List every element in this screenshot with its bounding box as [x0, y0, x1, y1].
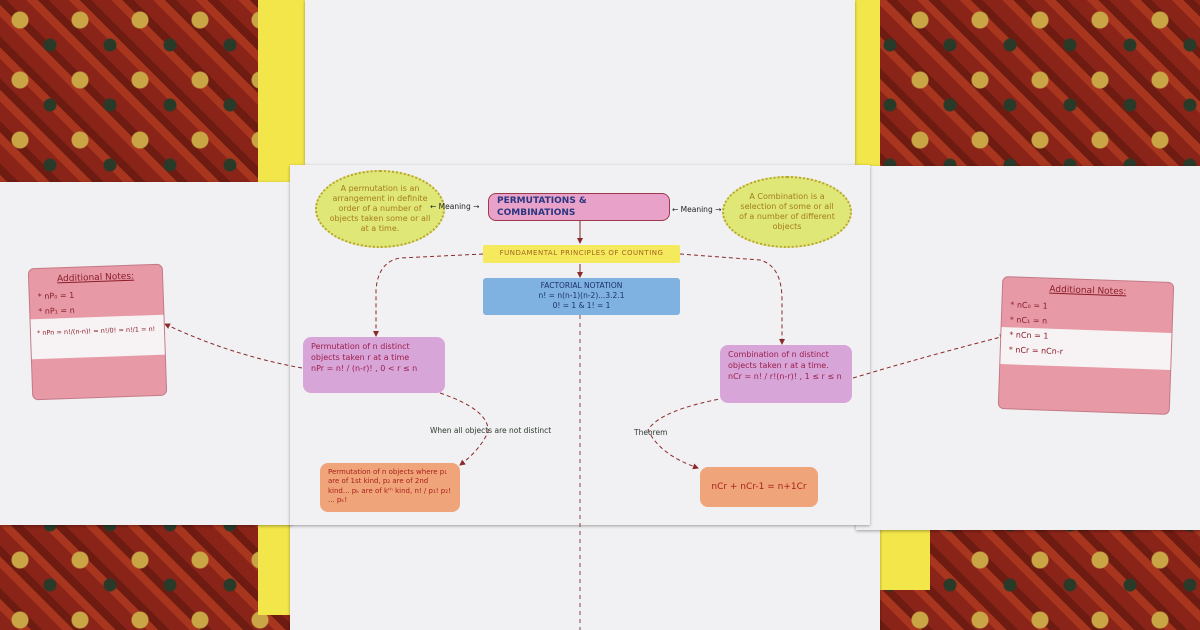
combination-definition-bubble: A Combination is a selection of some or … — [722, 176, 852, 248]
combination-formula: nCr = n! / r!(n-r)! , 1 ≤ r ≤ n — [728, 371, 842, 381]
permutation-box: Permutation of n distinct objects taken … — [303, 337, 445, 393]
right-note-item: * nCr = nCn-r — [1008, 345, 1064, 357]
not-distinct-box: Permutation of n objects where p₁ are of… — [320, 463, 460, 512]
fundamental-principles-band: FUNDAMENTAL PRINCIPLES OF COUNTING — [483, 245, 680, 263]
right-additional-notes: Additional Notes: * nC₀ = 1 * nC₁ = n * … — [997, 276, 1175, 415]
combination-to-theorem-path — [647, 397, 726, 470]
top-flap — [305, 0, 855, 165]
not-distinct-text: Permutation of n objects where p₁ are of… — [328, 468, 451, 505]
theorem-box: nCr + nCr-1 = n+1Cr — [700, 467, 818, 507]
main-title-box: PERMUTATIONS & COMBINATIONS — [488, 193, 670, 221]
theorem-label: Theorem — [634, 428, 668, 437]
permutation-to-not-distinct-path — [439, 392, 489, 466]
permutation-text: Permutation of n distinct objects taken … — [311, 342, 410, 362]
meaning-left-label: ← Meaning → — [430, 202, 480, 211]
combination-box: Combination of n distinct objects taken … — [720, 345, 852, 403]
left-additional-notes: Additional Notes: * nP₀ = 1 * nP₁ = n * … — [27, 263, 168, 401]
factorial-notation-box: FACTORIAL NOTATION n! = n(n-1)(n-2)...3.… — [483, 278, 680, 315]
permutation-definition-bubble: A permutation is an arrangement in defin… — [315, 170, 445, 248]
yellow-folder-edge — [870, 520, 930, 590]
combination-to-notes-path — [852, 334, 1006, 379]
factorial-title: FACTORIAL NOTATION — [540, 281, 623, 290]
permutation-formula: nPr = n! / (n-r)! , 0 < r ≤ n — [311, 363, 418, 373]
main-title: PERMUTATIONS & COMBINATIONS — [497, 195, 587, 218]
fundamental-principles-text: FUNDAMENTAL PRINCIPLES OF COUNTING — [499, 249, 664, 258]
meaning-right-label: ← Meaning → — [672, 205, 722, 214]
combination-text: Combination of n distinct objects taken … — [728, 350, 829, 370]
fundamental-to-combination-path — [679, 253, 785, 345]
theorem-text: nCr + nCr-1 = n+1Cr — [711, 481, 807, 492]
permutation-definition-text: A permutation is an arrangement in defin… — [329, 184, 431, 233]
fundamental-to-permutation-path — [373, 253, 484, 337]
combination-definition-text: A Combination is a selection of some or … — [739, 192, 835, 231]
left-note-item: * nPn = n!/(n-n)! = n!/0! = n!/1 = n! — [30, 314, 165, 360]
factorial-line1: n! = n(n-1)(n-2)...3.2.1 — [538, 291, 625, 301]
bottom-flap — [290, 522, 880, 630]
not-distinct-label: When all objects are not distinct — [430, 426, 552, 435]
permutation-to-notes-path — [164, 323, 303, 369]
factorial-line2: 0! = 1 & 1! = 1 — [552, 301, 611, 311]
